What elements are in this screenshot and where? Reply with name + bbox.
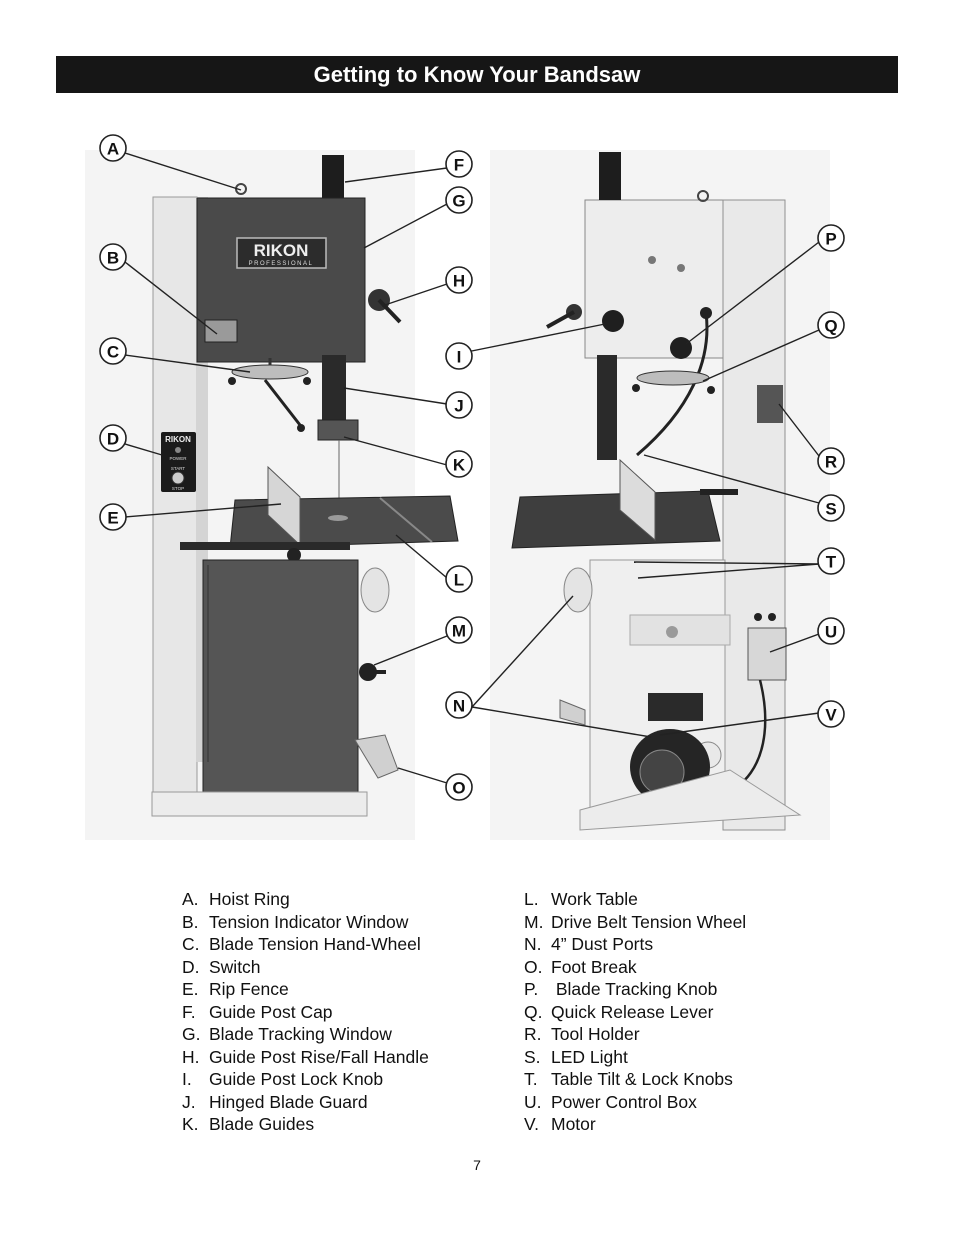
legend-item: B.Tension Indicator Window	[182, 911, 409, 932]
svg-text:N: N	[453, 697, 465, 716]
svg-text:F: F	[454, 156, 464, 175]
logo-subtext: PROFESSIONAL	[249, 261, 314, 267]
legend-item: H.Guide Post Rise/Fall Handle	[182, 1046, 429, 1067]
switch-start-label: START	[171, 466, 186, 471]
callout-g: G	[445, 186, 473, 214]
svg-text:T: T	[826, 553, 837, 572]
legend-item: C.Blade Tension Hand-Wheel	[182, 934, 421, 954]
legend-left: A.Hoist Ring B.Tension Indicator Window …	[182, 888, 429, 1136]
logo-text: RIKON	[254, 241, 309, 260]
legend-right: L.Work Table M.Drive Belt Tension Wheel …	[524, 888, 746, 1136]
svg-text:K: K	[453, 456, 466, 475]
legend-item: U.Power Control Box	[524, 1091, 697, 1112]
svg-text:D: D	[107, 430, 119, 449]
svg-text:V: V	[825, 706, 837, 725]
callout-k: K	[445, 450, 473, 478]
svg-text:M: M	[452, 622, 466, 641]
legend-item: N.4” Dust Ports	[524, 934, 654, 954]
svg-text:Q: Q	[824, 317, 837, 336]
legend-item: G.Blade Tracking Window	[182, 1024, 392, 1044]
legend-item: S.LED Light	[524, 1046, 628, 1067]
callout-a: A	[99, 134, 127, 162]
svg-text:U: U	[825, 623, 837, 642]
callout-h: H	[445, 266, 473, 294]
callout-m: M	[445, 616, 473, 644]
svg-text:I: I	[457, 348, 462, 367]
page-title: Getting to Know Your Bandsaw	[56, 56, 898, 93]
svg-text:P: P	[825, 230, 836, 249]
callout-i: I	[445, 342, 473, 370]
svg-text:J: J	[454, 397, 463, 416]
callout-s: S	[817, 494, 845, 522]
legend-item: K.Blade Guides	[182, 1114, 315, 1134]
svg-text:C: C	[107, 343, 119, 362]
switch-logo: RIKON	[165, 435, 191, 444]
svg-text:B: B	[107, 249, 119, 268]
legend-item: M.Drive Belt Tension Wheel	[524, 911, 747, 932]
legend-item: I.Guide Post Lock Knob	[182, 1069, 384, 1089]
legend-item: E.Rip Fence	[182, 979, 289, 999]
legend-item: A.Hoist Ring	[182, 889, 290, 909]
callout-v: V	[817, 700, 845, 728]
svg-text:A: A	[107, 140, 119, 159]
leader-lines	[124, 152, 820, 784]
legend-item: O.Foot Break	[524, 956, 637, 977]
switch-power-label: POWER	[169, 456, 187, 461]
svg-text:R: R	[825, 453, 837, 472]
callout-d: D	[99, 424, 127, 452]
callout-c: C	[99, 337, 127, 365]
svg-text:H: H	[453, 272, 465, 291]
bandsaw-rear-view	[490, 150, 830, 840]
legend-item: T.Table Tilt & Lock Knobs	[524, 1069, 733, 1089]
bandsaw-diagram: RIKON PROFESSIONAL RIKON POWER START STO…	[85, 134, 845, 840]
legend-item: V.Motor	[524, 1114, 596, 1134]
callout-f: F	[445, 150, 473, 178]
legend-item: P. Blade Tracking Knob	[524, 979, 718, 999]
page-number: 7	[473, 1157, 481, 1173]
callout-n: N	[445, 691, 473, 719]
callout-e: E	[99, 503, 127, 531]
callout-j: J	[445, 391, 473, 419]
callout-u: U	[817, 617, 845, 645]
legend-item: J.Hinged Blade Guard	[182, 1091, 368, 1112]
callout-b: B	[99, 243, 127, 271]
callout-p: P	[817, 224, 845, 252]
legend-item: D.Switch	[182, 956, 261, 977]
svg-text:E: E	[107, 509, 118, 528]
bandsaw-front-view: RIKON PROFESSIONAL RIKON POWER START STO…	[85, 150, 459, 840]
svg-text:L: L	[454, 571, 464, 590]
legend-item: Q.Quick Release Lever	[524, 1001, 714, 1022]
callout-o: O	[445, 773, 473, 801]
callout-q: Q	[817, 311, 845, 339]
callout-r: R	[817, 447, 845, 475]
legend-item: R.Tool Holder	[524, 1024, 640, 1044]
legend-item: F.Guide Post Cap	[182, 1001, 333, 1022]
legend-item: L.Work Table	[524, 889, 638, 909]
svg-text:G: G	[452, 192, 465, 211]
svg-text:O: O	[452, 779, 465, 798]
switch-stop-label: STOP	[172, 486, 184, 491]
svg-text:S: S	[825, 500, 836, 519]
callout-l: L	[445, 565, 473, 593]
callout-t: T	[817, 547, 845, 575]
